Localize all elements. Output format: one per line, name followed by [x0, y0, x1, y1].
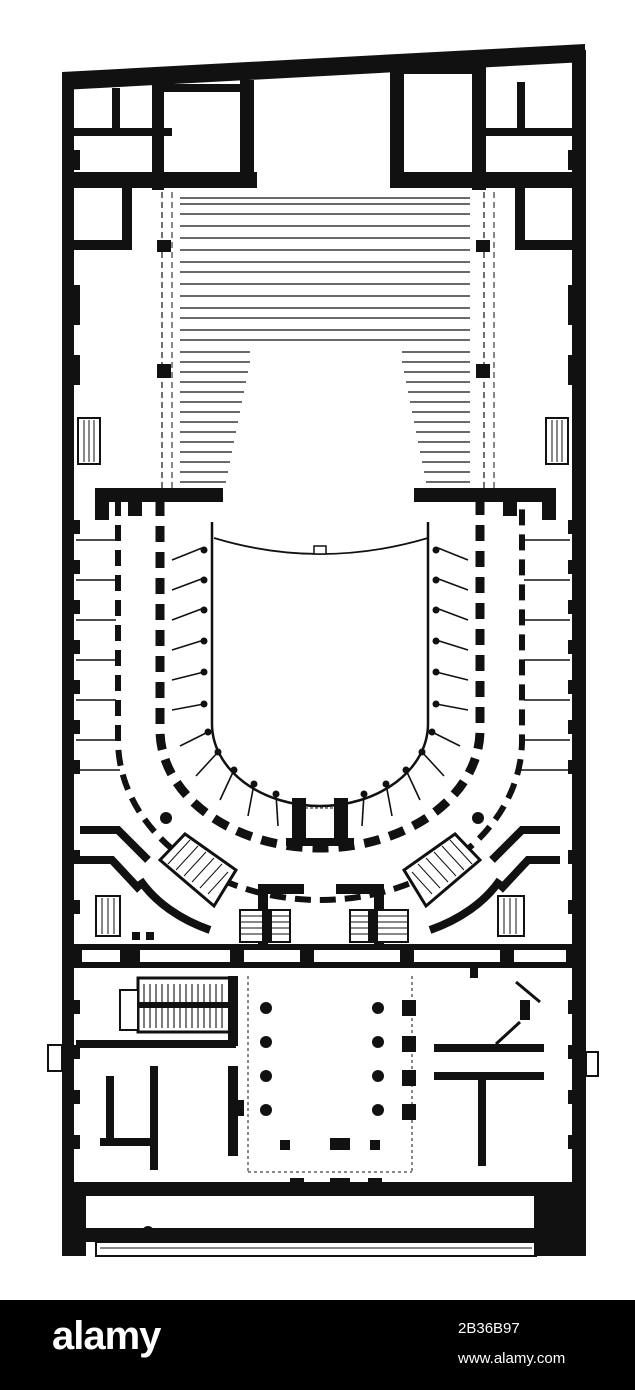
proscenium: [95, 488, 556, 520]
watermark-banner: alamy 2B36B97 www.alamy.com: [0, 1300, 635, 1390]
auditorium: [76, 500, 570, 944]
theatre-floor-plan: [47, 44, 599, 1257]
outer-walls: [62, 44, 586, 1242]
site-url: www.alamy.com: [458, 1350, 566, 1367]
stage: [77, 192, 569, 492]
backstage-rooms: [62, 66, 586, 250]
image-id: 2B36B97: [458, 1320, 520, 1337]
alamy-logo: alamy: [52, 1314, 161, 1358]
portico-colonnade: [62, 1196, 586, 1257]
wall-pilasters: [62, 150, 586, 1149]
foyer-wall: [62, 944, 586, 968]
foyer: [76, 968, 544, 1194]
